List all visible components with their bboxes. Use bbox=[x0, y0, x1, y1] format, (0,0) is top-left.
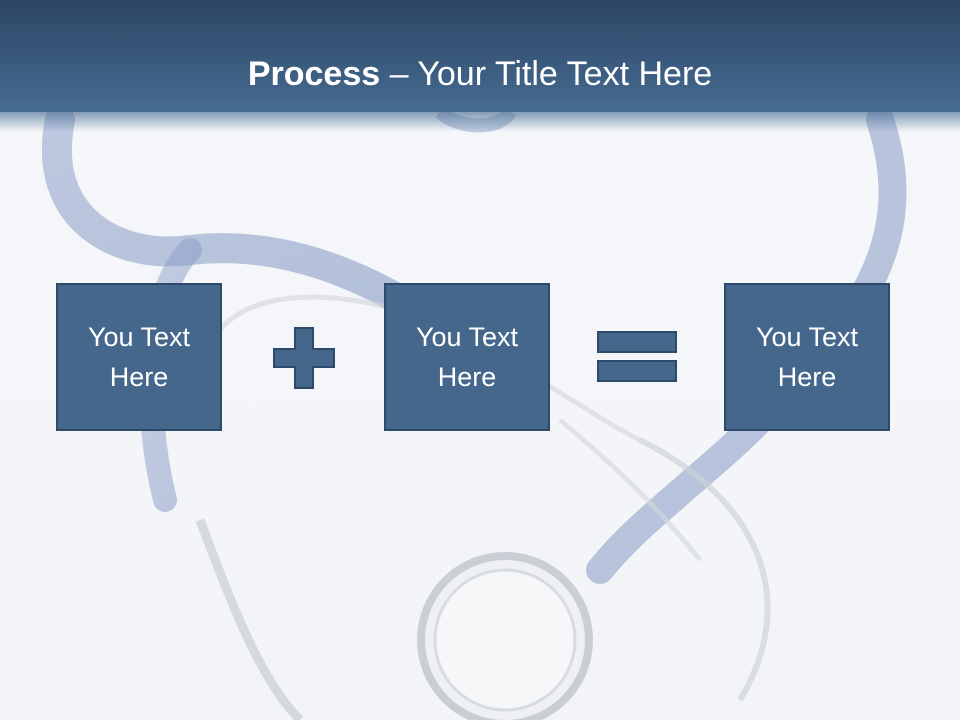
process-box-2: You Text Here bbox=[384, 283, 550, 431]
equals-icon bbox=[597, 331, 677, 382]
plus-icon bbox=[273, 327, 335, 389]
process-box-2-label: You Text Here bbox=[415, 322, 519, 392]
process-box-3-label: You Text Here bbox=[755, 322, 859, 392]
process-box-3: You Text Here bbox=[724, 283, 890, 431]
process-box-1: You Text Here bbox=[56, 283, 222, 431]
slide-title-bold: Process bbox=[247, 55, 381, 93]
slide-title: Process – Your Title Text Here bbox=[0, 52, 960, 96]
process-box-1-label: You Text Here bbox=[87, 322, 191, 392]
slide-title-rest: – Your Title Text Here bbox=[380, 55, 713, 93]
title-bar-shadow bbox=[0, 106, 960, 132]
title-bar bbox=[0, 0, 960, 112]
